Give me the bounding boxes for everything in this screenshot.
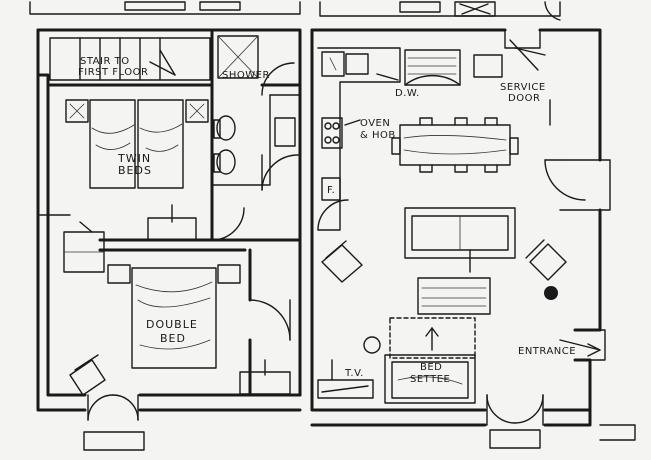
interior-walls-left [46,28,302,397]
tv-label: T.V. [344,368,364,379]
stair: STAIR TO FIRST FLOOR [49,37,211,81]
kitchen: D.W. OVEN & HOB F. [317,47,503,231]
twin-bedroom: TWIN BEDS [39,99,245,241]
armchair-left [69,354,106,396]
sofa [404,207,516,273]
service-door-label-line2: DOOR [508,93,540,104]
bed-settee-label-line1: BED [420,362,442,373]
armchair-living-right [525,239,567,300]
double-bed-label-line2: BED [160,332,186,345]
shower-label: SHOWER [222,70,270,81]
stair-label-line2: FIRST FLOOR [78,67,148,78]
dishwasher-label: D.W. [395,88,420,99]
left-door-pair [83,394,145,451]
outer-walls [36,28,611,427]
twin-beds-label-line1: TWIN [117,152,151,165]
main-entrance: ENTRANCE [486,339,601,449]
bed-settee: BED SETTEE [384,317,476,404]
east-door [544,159,586,201]
armchair-living-left [321,240,363,283]
chest-left [239,359,291,395]
double-bedroom: DOUBLE BED [107,264,291,369]
bathroom [213,115,299,191]
wardrobe [63,221,105,273]
oven-hob-label-line2: & HOB [360,130,396,141]
shower: SHOWER [217,35,295,96]
oven-hob-label-line1: OVEN [360,118,390,129]
top-strip [29,1,561,21]
stair-label-line1: STAIR TO [80,56,130,67]
fridge-label: F. [327,185,335,196]
twin-beds-label-line2: BEDS [118,164,152,177]
bed-settee-label-line2: SETTEE [410,374,450,385]
entrance-label: ENTRANCE [518,346,576,357]
service-door: SERVICE DOOR [500,29,551,126]
service-door-label-line1: SERVICE [500,82,546,93]
coffee-table [417,277,491,315]
double-bed-label-line1: DOUBLE [146,318,198,331]
right-bay [599,424,636,441]
dining-table [391,117,519,173]
tv-unit: T.V. [317,336,381,399]
